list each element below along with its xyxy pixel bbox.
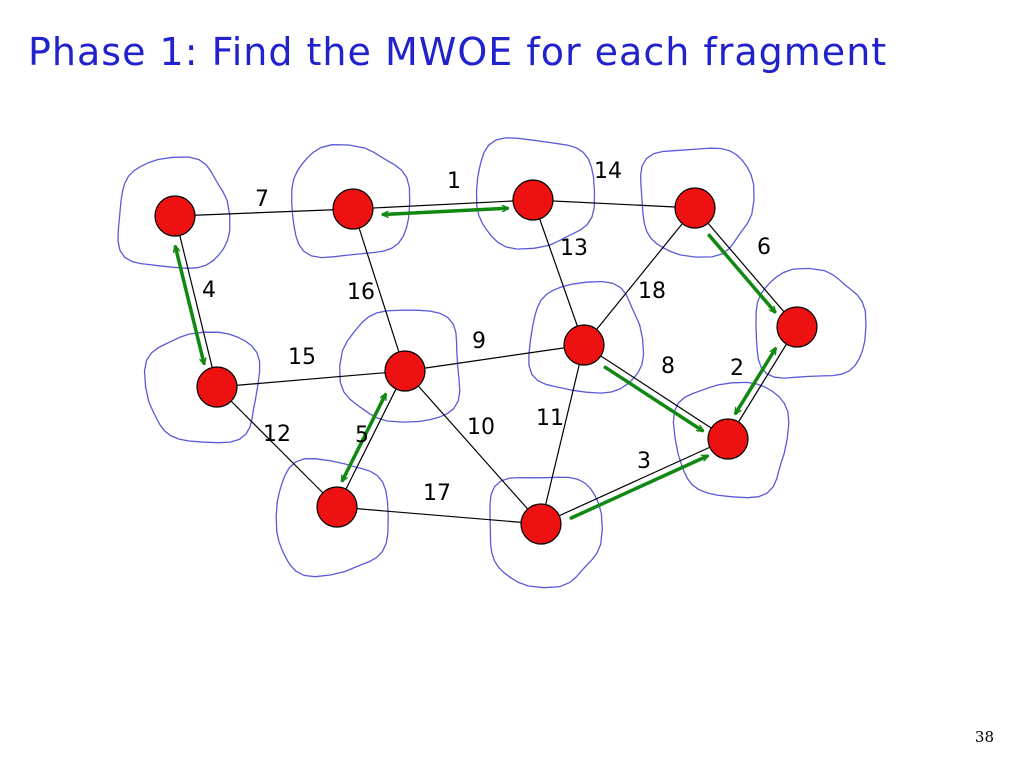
fragment-outline-b: [291, 144, 411, 259]
nodes-layer: [154, 179, 818, 545]
node-i: [316, 486, 358, 528]
mwoe-arrows-layer: [175, 208, 778, 520]
edge-weight-g-j: 11: [536, 406, 564, 431]
fragment-outline-f: [339, 309, 461, 423]
edge-g-j: [540, 344, 585, 525]
node-e: [196, 366, 238, 408]
mwoe-arrow-b-c: [381, 208, 510, 214]
edge-f-i: [336, 370, 406, 508]
node-a: [154, 195, 196, 237]
edge-weight-i-j: 17: [423, 481, 451, 506]
edge-weight-b-f: 16: [347, 280, 375, 305]
edge-weight-e-i: 12: [263, 422, 291, 447]
edge-weight-d-g: 18: [638, 279, 666, 304]
edge-weight-d-h: 6: [757, 235, 771, 260]
fragment-outline-j: [489, 476, 603, 589]
edge-f-g: [404, 344, 585, 372]
edge-weight-a-b: 7: [255, 187, 269, 212]
edge-weight-g-k: 8: [661, 354, 675, 379]
edge-weight-c-g: 13: [560, 236, 588, 261]
edge-weight-a-e: 4: [202, 278, 216, 303]
mwoe-arrow-f-i: [340, 395, 388, 481]
edge-d-g: [583, 207, 696, 346]
edge-f-j: [404, 370, 542, 525]
node-b: [332, 188, 374, 230]
mwoe-arrow-a-e: [175, 247, 204, 364]
node-c: [512, 179, 554, 221]
edge-weight-h-k: 2: [730, 356, 744, 381]
edge-weight-e-f: 15: [288, 345, 316, 370]
node-f: [384, 350, 426, 392]
edges-layer: [174, 199, 798, 525]
edge-j-k: [540, 438, 729, 525]
fragment-outline-c: [475, 137, 596, 250]
node-h: [776, 306, 818, 348]
edge-weight-c-d: 14: [594, 159, 622, 184]
edge-weight-f-j: 10: [467, 415, 495, 440]
node-d: [674, 187, 716, 229]
node-g: [563, 324, 605, 366]
edge-a-b: [174, 208, 354, 217]
edge-weight-b-c: 1: [447, 169, 461, 194]
edge-e-f: [216, 370, 406, 388]
edge-i-j: [336, 506, 542, 525]
mwoe-arrow-d-h: [707, 233, 775, 311]
edge-b-f: [352, 208, 406, 372]
mwoe-arrow-h-k: [733, 349, 778, 413]
page-number: 38: [974, 728, 994, 746]
edge-g-k: [583, 344, 729, 440]
edge-d-h: [694, 207, 798, 328]
fragment-outline-e: [143, 331, 261, 444]
edge-weight-f-g: 9: [472, 329, 486, 354]
slide-title: Phase 1: Find the MWOE for each fragment: [28, 30, 888, 74]
mwoe-arrow-g-k: [603, 365, 702, 433]
edge-weight-j-k: 3: [637, 449, 651, 474]
edge-c-d: [532, 199, 696, 209]
edge-weight-labels: 7 1 14 4 16 13 18 6 15 9 8 2 12 5 10 11 17 3: [202, 159, 771, 506]
edge-weight-f-i: 5: [355, 423, 369, 448]
fragment-outline-g: [528, 280, 645, 394]
fragment-outline-h: [755, 267, 867, 379]
node-k: [707, 418, 749, 460]
node-j: [520, 503, 562, 545]
edge-e-i: [216, 386, 338, 508]
edge-c-g: [532, 199, 585, 346]
mwoe-arrow-j-k: [569, 454, 707, 520]
